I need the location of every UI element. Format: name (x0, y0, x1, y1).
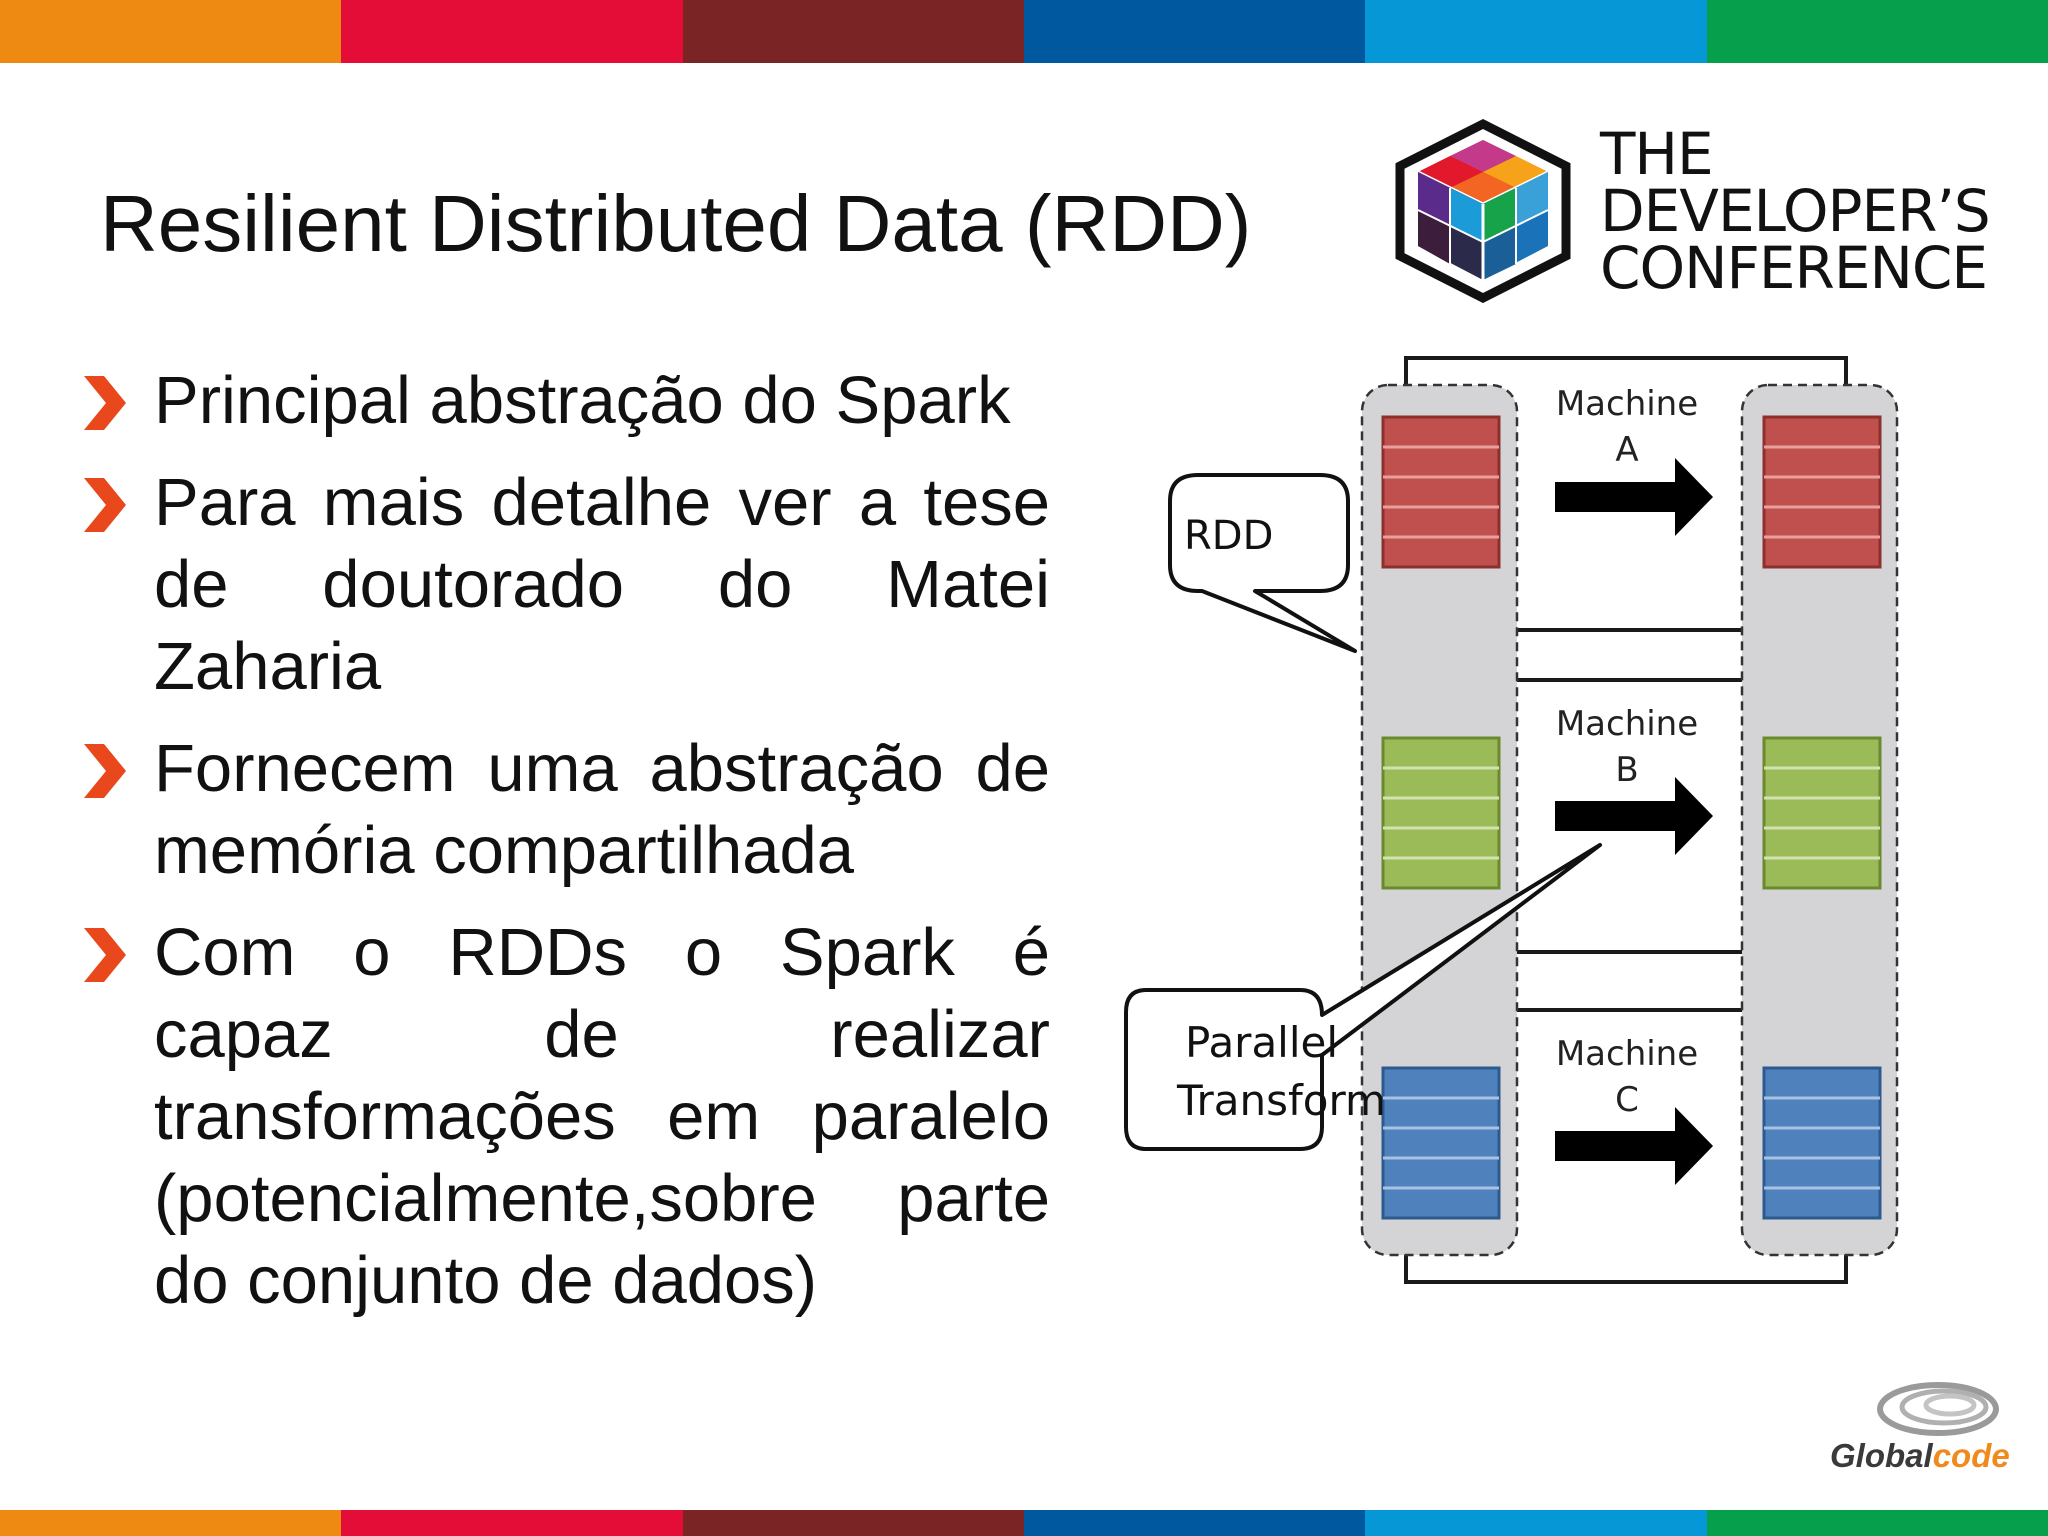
top-color-stripe (0, 0, 2048, 63)
machine-b-label: Machine (1556, 704, 1698, 744)
partition-green-right (1762, 736, 1882, 890)
tdc-logo-text: THE DEVELOPER’S CONFERENCE (1600, 120, 1991, 302)
globalcode-part1: Global (1830, 1437, 1933, 1474)
rdd-diagram-svg: Machine A Machine B Machine C RDD Parall… (1124, 356, 1899, 1284)
bullet-item: Principal abstração do Spark (78, 360, 1050, 442)
machine-b-letter: B (1615, 750, 1638, 790)
rdd-callout-text: RDD (1184, 513, 1273, 559)
machine-a-letter: A (1615, 430, 1638, 470)
stripe-blue (1023, 0, 1366, 63)
cube-icon (1395, 118, 1571, 304)
partition-green-left (1381, 736, 1501, 890)
bullet-item: Para mais detalhe ver a tese de doutorad… (78, 462, 1050, 708)
bullet-text: Com o RDDs o Spark é capaz de realizar t… (154, 915, 1050, 1318)
chevron-right-icon (84, 744, 126, 798)
machine-a-label: Machine (1556, 384, 1698, 424)
bullet-item: Fornecem uma abstração de memória compar… (78, 728, 1050, 892)
stripe-lightblue (1365, 1510, 1707, 1536)
rdd-diagram: Machine A Machine B Machine C RDD Parall… (1080, 345, 1940, 1305)
chevron-right-icon (84, 376, 126, 430)
bullet-text: Para mais detalhe ver a tese de doutorad… (154, 465, 1050, 704)
partition-red-right (1762, 415, 1882, 569)
globalcode-part2: code (1932, 1437, 2010, 1474)
arrow-right-icon (1555, 458, 1713, 536)
bullet-list: Principal abstração do Spark Para mais d… (78, 360, 1050, 1342)
arrow-right-icon (1555, 777, 1713, 855)
stripe-lightblue (1365, 0, 1707, 63)
machine-c-letter: C (1615, 1080, 1639, 1120)
parallel-callout-line2: Transform (1176, 1076, 1386, 1125)
logo-line-conference: CONFERENCE (1600, 234, 1988, 302)
stripe-maroon (682, 0, 1024, 63)
rdd-callout (1168, 473, 1357, 653)
partition-blue-right (1762, 1066, 1882, 1220)
chevron-right-icon (84, 478, 126, 532)
arrow-right-icon (1555, 1107, 1713, 1185)
swirl-icon (1877, 1382, 1999, 1436)
bullet-text: Fornecem uma abstração de memória compar… (154, 731, 1050, 888)
bottom-color-stripe (0, 1510, 2048, 1536)
stripe-green (1706, 0, 2048, 63)
bullet-item: Com o RDDs o Spark é capaz de realizar t… (78, 912, 1050, 1322)
stripe-red (341, 1510, 683, 1536)
logo-line-the: THE (1600, 120, 1714, 188)
partition-blue-left (1381, 1066, 1501, 1220)
stripe-maroon (682, 1510, 1024, 1536)
bullet-text: Principal abstração do Spark (154, 363, 1011, 438)
stripe-orange (0, 1510, 342, 1536)
stripe-green (1706, 1510, 2048, 1536)
logo-line-developers: DEVELOPER’S (1600, 177, 1991, 245)
slide-title: Resilient Distributed Data (RDD) (100, 179, 1252, 268)
tdc-logo: THE DEVELOPER’S CONFERENCE (1388, 118, 1991, 304)
stripe-orange (0, 0, 342, 63)
parallel-callout-line1: Parallel (1185, 1018, 1338, 1067)
chevron-right-icon (84, 928, 126, 982)
machine-c-label: Machine (1556, 1034, 1698, 1074)
stripe-red (341, 0, 683, 63)
globalcode-logo: Globalcode (1830, 1375, 2030, 1485)
globalcode-wordmark: Globalcode (1830, 1437, 2040, 1475)
parallel-transform-callout (1124, 843, 1602, 1151)
stripe-blue (1023, 1510, 1366, 1536)
partition-red-left (1381, 415, 1501, 569)
